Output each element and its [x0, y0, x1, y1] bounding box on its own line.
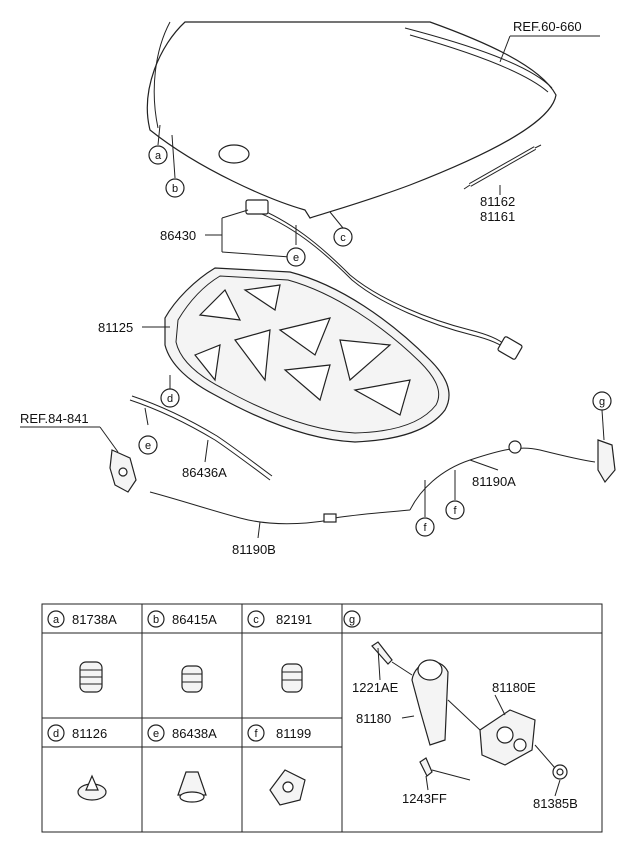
part-label-81180E: 81180E: [492, 680, 536, 695]
legend-cell-e: e 86438A: [147, 724, 217, 803]
svg-text:e: e: [145, 440, 151, 452]
release-bracket: [479, 709, 536, 766]
callout-b: b: [165, 178, 185, 198]
callout-f-left: f: [415, 517, 435, 537]
legend-cell-d: d 81126: [47, 724, 107, 801]
svg-text:81199: 81199: [276, 726, 311, 741]
washer-hose: [245, 199, 523, 360]
grommet-part-icon: [79, 661, 103, 693]
svg-text:g: g: [349, 614, 355, 626]
svg-text:a: a: [53, 614, 60, 626]
lever-nut: [552, 764, 568, 780]
release-lever: [597, 439, 616, 484]
svg-text:e: e: [293, 252, 299, 264]
hood-insulator-pad: [164, 267, 450, 443]
callout-a: a: [148, 145, 168, 165]
release-cable-front: [149, 491, 411, 525]
part-label-81161: 81161: [480, 209, 515, 224]
svg-text:82191: 82191: [276, 612, 312, 627]
part-label-81162: 81162: [480, 194, 515, 209]
legend-cell-g: g 1221AE 81180E 81180 12: [343, 610, 578, 811]
callout-e-lower: e: [138, 435, 158, 455]
svg-text:c: c: [253, 614, 259, 626]
callout-c: c: [333, 227, 353, 247]
svg-text:f: f: [254, 728, 258, 740]
release-cable-rear: [409, 440, 596, 511]
part-label-81385B: 81385B: [533, 796, 578, 811]
lever-bolt-upper: [371, 641, 393, 665]
cable-clip-part-icon: [269, 769, 306, 806]
part-label-81180: 81180: [356, 711, 391, 726]
part-label-86430: 86430: [160, 228, 196, 243]
stopper-part-icon: [281, 663, 303, 693]
callout-f-right: f: [445, 500, 465, 520]
svg-text:d: d: [167, 393, 173, 405]
part-label-81190A: 81190A: [472, 474, 516, 489]
hood-latch-assembly: [109, 449, 137, 493]
parts-legend-table: [41, 603, 603, 833]
ref-label-84-841: REF.84-841: [20, 411, 89, 426]
svg-text:c: c: [340, 232, 346, 244]
part-label-1243FF: 1243FF: [402, 791, 447, 806]
release-handle: [411, 659, 449, 746]
svg-text:81126: 81126: [72, 726, 107, 741]
hood-emblem-recess: [218, 144, 250, 164]
svg-text:e: e: [153, 728, 159, 740]
ref-label-60-660: REF.60-660: [513, 19, 582, 34]
svg-text:81738A: 81738A: [72, 612, 117, 627]
legend-cell-a: a 81738A: [47, 610, 117, 693]
legend-cell-b: b 86415A: [147, 610, 217, 693]
hood-lift-strut: [463, 144, 542, 190]
legend-cell-c: c 82191: [247, 610, 312, 693]
callout-d: d: [160, 388, 180, 408]
legend-cell-f: f 81199: [247, 724, 311, 806]
svg-text:f: f: [423, 522, 427, 534]
retainer-part-icon: [177, 771, 207, 803]
svg-text:b: b: [153, 614, 159, 626]
callout-e-upper: e: [286, 247, 306, 267]
callout-g: g: [592, 391, 612, 411]
svg-text:f: f: [453, 505, 457, 517]
part-label-81125: 81125: [98, 320, 133, 335]
part-label-86436A: 86436A: [182, 465, 227, 480]
lever-bolt-lower: [419, 757, 433, 777]
svg-text:d: d: [53, 728, 59, 740]
part-label-1221AE: 1221AE: [352, 680, 399, 695]
svg-text:g: g: [599, 396, 605, 408]
leader-lines: [20, 35, 605, 539]
svg-text:86415A: 86415A: [172, 612, 217, 627]
svg-text:86438A: 86438A: [172, 726, 217, 741]
svg-text:a: a: [155, 150, 162, 162]
hood-panel: [146, 21, 557, 219]
svg-text:b: b: [172, 183, 178, 195]
bumper-part-icon: [181, 665, 203, 693]
hood-seal-strip: [129, 395, 273, 481]
part-label-81190B: 81190B: [232, 542, 276, 557]
clip-part-icon: [77, 774, 107, 801]
